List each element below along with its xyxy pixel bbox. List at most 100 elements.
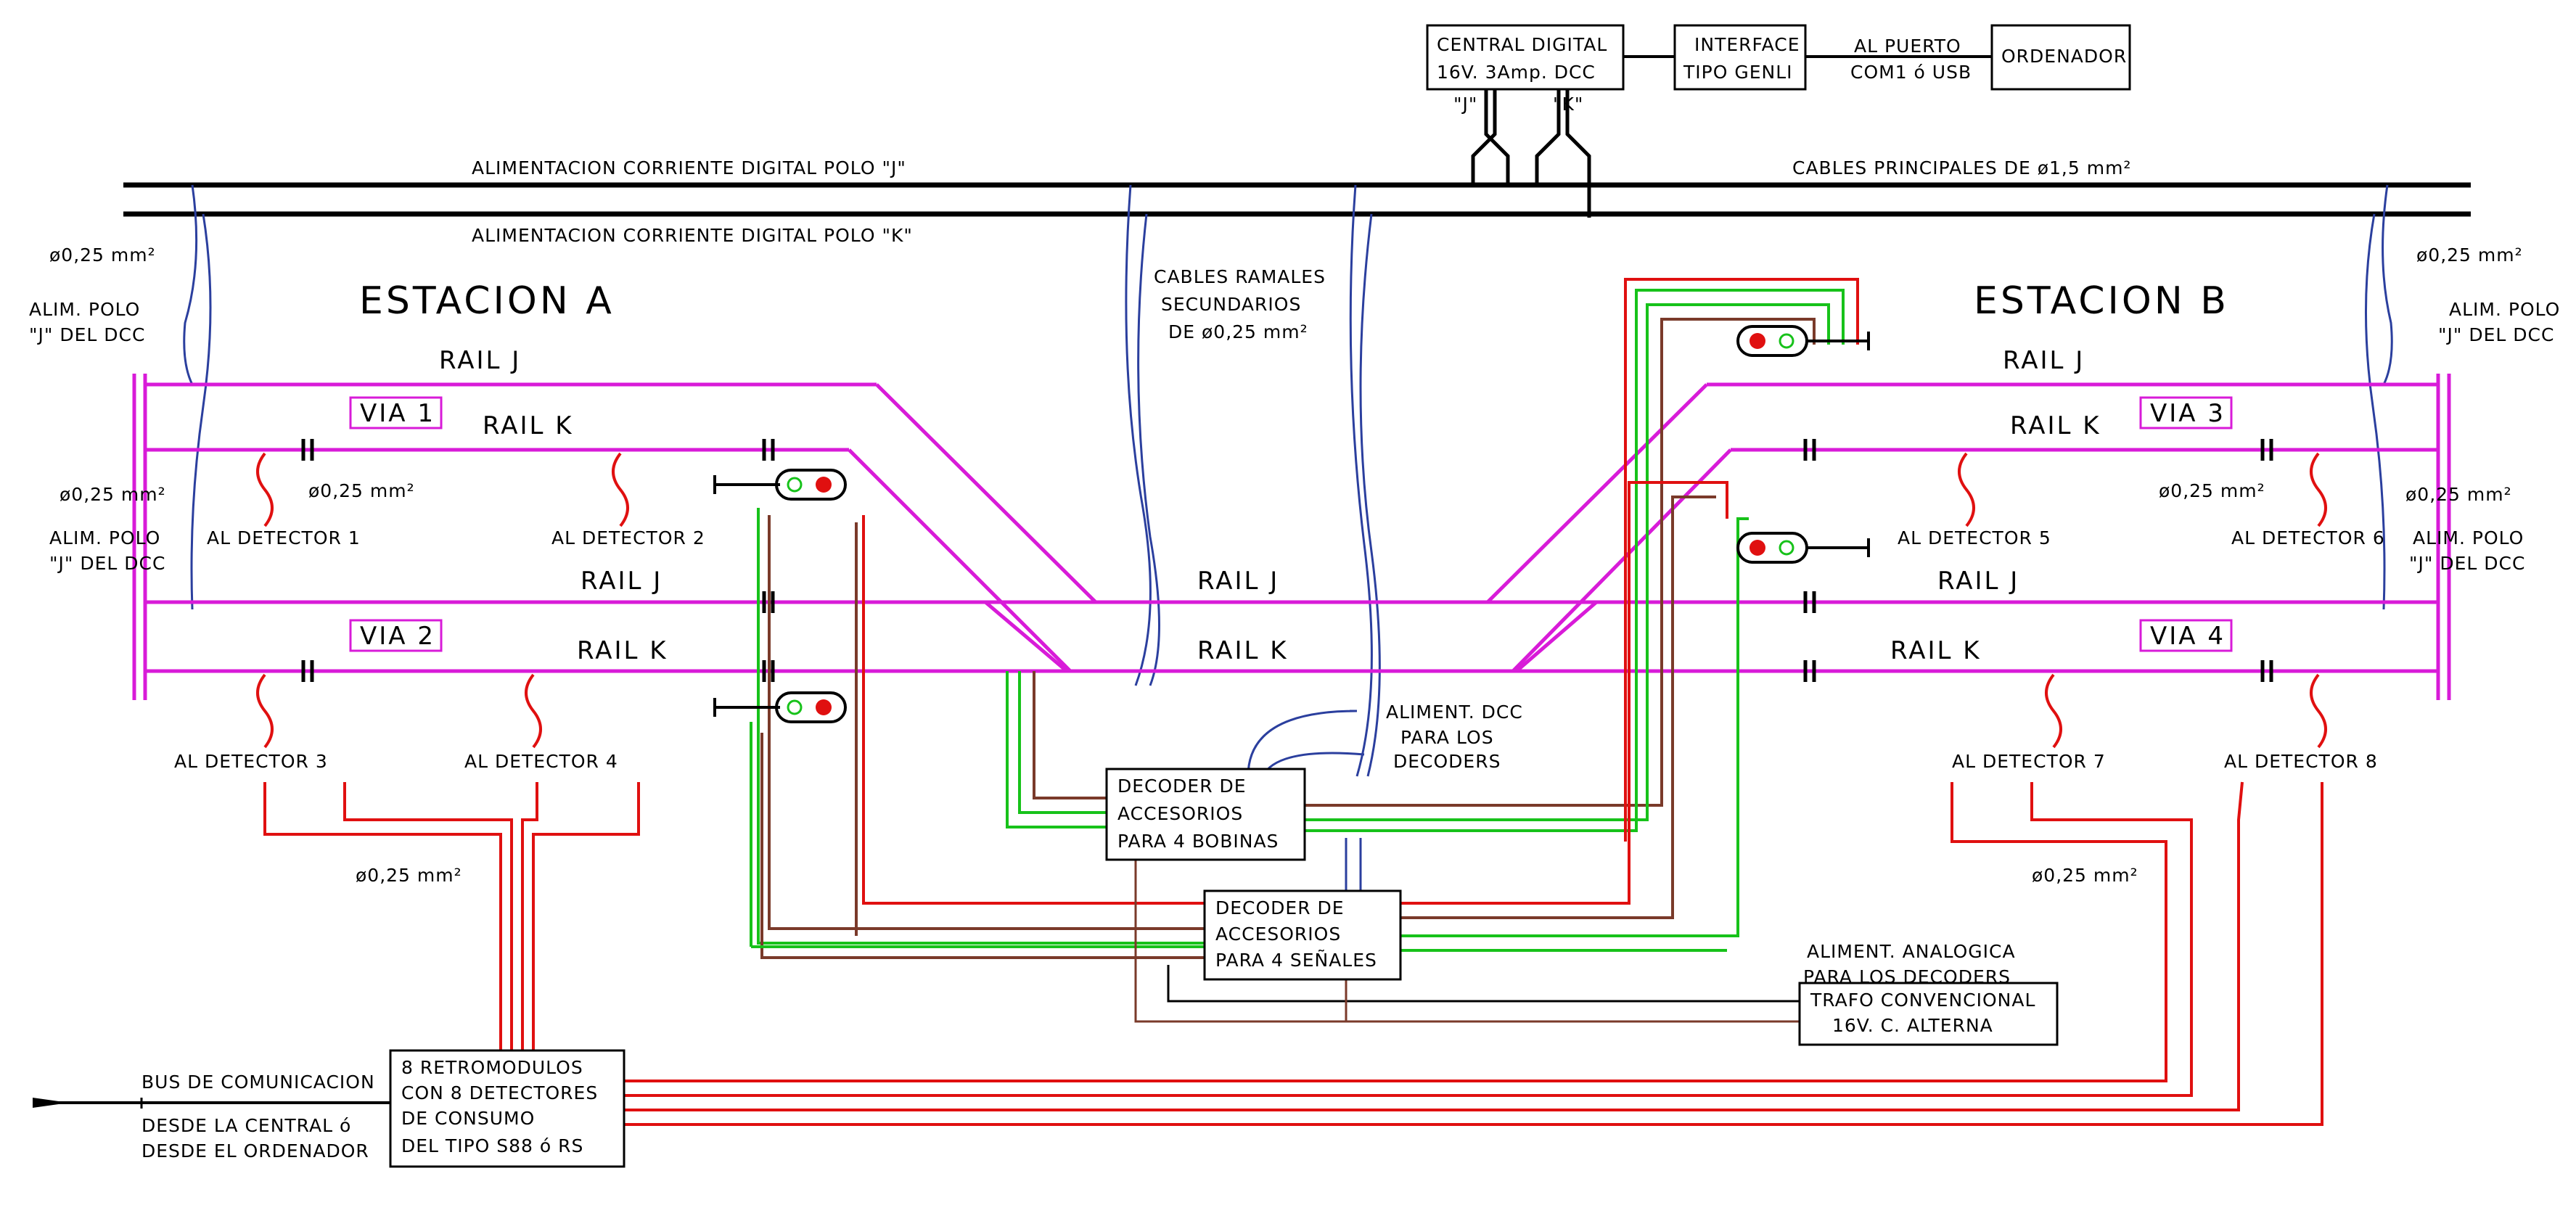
detector-bundles xyxy=(263,781,2323,1126)
alim-polo-label: ALIM. POLO xyxy=(2449,299,2560,320)
retromodulos-box: 8 RETROMODULOS CON 8 DETECTORES DE CONSU… xyxy=(389,1049,625,1168)
trafo-label-1: TRAFO CONVENCIONAL xyxy=(1810,990,2035,1011)
via-1-box: VIA 1 xyxy=(349,396,443,429)
detector-2-label: AL DETECTOR 2 xyxy=(551,527,705,548)
alim-polo-label: "J" DEL DCC xyxy=(2438,324,2554,345)
signal-green-lamp xyxy=(787,699,803,715)
interface-label-1: INTERFACE xyxy=(1694,34,1800,55)
aliment-ana-label-1: ALIMENT. ANALOGICA xyxy=(1807,941,2016,962)
tracks xyxy=(132,374,2451,700)
aliment-dcc-label-1: ALIMENT. DCC xyxy=(1386,702,1523,723)
bus-j-label: ALIMENTACION CORRIENTE DIGITAL POLO "J" xyxy=(472,157,906,178)
aliment-dcc-label-3: DECODERS xyxy=(1393,751,1501,772)
detector-5-label: AL DETECTOR 5 xyxy=(1898,527,2051,548)
rail-j-label: RAIL J xyxy=(1197,567,1279,596)
rail-j-label: RAIL J xyxy=(1937,567,2019,596)
trafo-box: TRAFO CONVENCIONAL 16V. C. ALTERNA xyxy=(1798,982,2059,1046)
pole-j-drop xyxy=(1471,89,1510,185)
trafo-label-2: 16V. C. ALTERNA xyxy=(1832,1015,1993,1036)
via-2-label: VIA 2 xyxy=(360,622,435,651)
retro-label-4: DEL TIPO S88 ó RS xyxy=(401,1135,583,1156)
detector-3-label: AL DETECTOR 3 xyxy=(174,751,328,772)
central-digital-box: CENTRAL DIGITAL 16V. 3Amp. DCC xyxy=(1426,24,1625,91)
bus-k-label: ALIMENTACION CORRIENTE DIGITAL POLO "K" xyxy=(472,225,913,246)
detector-squiggles xyxy=(256,452,2327,749)
decoder-bobinas-box: DECODER DE ACCESORIOS PARA 4 BOBINAS xyxy=(1105,768,1306,861)
decoder-bobinas-wiring xyxy=(1006,278,1859,842)
rail-j-label: RAIL J xyxy=(2003,346,2085,375)
wire-size-label: ø0,25 mm² xyxy=(2416,244,2523,266)
retro-label-1: 8 RETROMODULOS xyxy=(401,1057,583,1078)
bus-comunicacion: BUS DE COMUNICACION DESDE LA CENTRAL ó D… xyxy=(33,1072,390,1161)
decoder-bobinas-label-1: DECODER DE xyxy=(1117,776,1247,797)
pole-j-label: "J" xyxy=(1453,94,1477,115)
signal-red-lamp xyxy=(816,477,832,493)
wire-size-label: ø0,25 mm² xyxy=(2032,865,2138,886)
decoder-senales-label-1: DECODER DE xyxy=(1215,897,1345,918)
decoder-bobinas-label-2: ACCESORIOS xyxy=(1117,803,1243,824)
alim-polo-label: "J" DEL DCC xyxy=(29,324,145,345)
rail-j-label: RAIL J xyxy=(581,567,663,596)
puerto-label-2: COM1 ó USB xyxy=(1850,62,1972,83)
cables-principales-label: CABLES PRINCIPALES DE ø1,5 mm² xyxy=(1792,157,2131,178)
detector-4-label: AL DETECTOR 4 xyxy=(464,751,618,772)
decoder-senales-label-2: ACCESORIOS xyxy=(1215,924,1341,945)
bus-com-label: BUS DE COMUNICACION xyxy=(141,1072,375,1093)
decoder-senales-box: DECODER DE ACCESORIOS PARA 4 SEÑALES xyxy=(1203,889,1402,981)
wire-size-label: ø0,25 mm² xyxy=(49,244,156,266)
signal-4 xyxy=(1736,532,1870,564)
signal-3 xyxy=(1736,325,1870,357)
signal-green-lamp xyxy=(1779,333,1794,349)
signal-2 xyxy=(713,691,847,723)
via-1-label: VIA 1 xyxy=(360,399,435,428)
aliment-dcc-label-2: PARA LOS xyxy=(1400,727,1494,748)
rail-k-label: RAIL K xyxy=(483,411,574,440)
ordenador-label: ORDENADOR xyxy=(2001,46,2127,67)
detector-8-label: AL DETECTOR 8 xyxy=(2224,751,2378,772)
ordenador-box: ORDENADOR xyxy=(1990,24,2131,91)
detector-7-label: AL DETECTOR 7 xyxy=(1952,751,2106,772)
retro-label-3: DE CONSUMO xyxy=(401,1108,535,1129)
signal-red-lamp xyxy=(1750,333,1765,349)
desde-label-1: DESDE LA CENTRAL ó xyxy=(141,1115,351,1136)
alim-polo-label: "J" DEL DCC xyxy=(49,553,165,574)
via-4-label: VIA 4 xyxy=(2150,622,2226,651)
signal-red-lamp xyxy=(816,699,832,715)
decoder-senales-wiring xyxy=(750,481,1749,959)
signal-1 xyxy=(713,469,847,501)
signal-green-lamp xyxy=(1779,540,1794,556)
interface-box: INTERFACE TIPO GENLI xyxy=(1673,24,1807,91)
central-label-2: 16V. 3Amp. DCC xyxy=(1437,62,1596,83)
station-b-title: ESTACION B xyxy=(1974,279,2229,323)
rail-k-label: RAIL K xyxy=(1890,636,1982,665)
signal-red-lamp xyxy=(1750,540,1765,556)
rail-j-label: RAIL J xyxy=(439,346,521,375)
detector-1-label: AL DETECTOR 1 xyxy=(207,527,361,548)
decoder-senales-label-3: PARA 4 SEÑALES xyxy=(1215,949,1377,971)
wire-size-label: ø0,25 mm² xyxy=(60,484,166,505)
central-label-1: CENTRAL DIGITAL xyxy=(1437,34,1607,55)
desde-label-2: DESDE EL ORDENADOR xyxy=(141,1140,369,1161)
via-2-box: VIA 2 xyxy=(349,619,443,652)
rail-k-label: RAIL K xyxy=(577,636,668,665)
alim-polo-label: ALIM. POLO xyxy=(49,527,160,548)
rail-k-label: RAIL K xyxy=(2010,411,2101,440)
wire-size-label: ø0,25 mm² xyxy=(308,480,415,501)
ramales-label-1: CABLES RAMALES xyxy=(1154,266,1326,287)
signal-green-lamp xyxy=(787,477,803,493)
via-3-box: VIA 3 xyxy=(2139,396,2233,429)
puerto-label-1: AL PUERTO xyxy=(1854,36,1961,57)
feeder-annotations: ø0,25 mm² ALIM. POLO "J" DEL DCC ø0,25 m… xyxy=(29,244,2560,886)
interface-label-2: TIPO GENLI xyxy=(1683,62,1793,83)
ramales-label-3: DE ø0,25 mm² xyxy=(1168,321,1308,342)
via-3-label: VIA 3 xyxy=(2150,399,2226,428)
alim-polo-label: ALIM. POLO xyxy=(29,299,140,320)
wire-size-label: ø0,25 mm² xyxy=(2405,484,2512,505)
alim-polo-label: "J" DEL DCC xyxy=(2409,553,2525,574)
station-a-title: ESTACION A xyxy=(359,279,615,323)
feeder-wires xyxy=(183,184,2393,892)
detector-labels: AL DETECTOR 1 AL DETECTOR 2 AL DETECTOR … xyxy=(174,527,2385,772)
alim-polo-label: ALIM. POLO xyxy=(2413,527,2524,548)
detector-6-label: AL DETECTOR 6 xyxy=(2231,527,2385,548)
